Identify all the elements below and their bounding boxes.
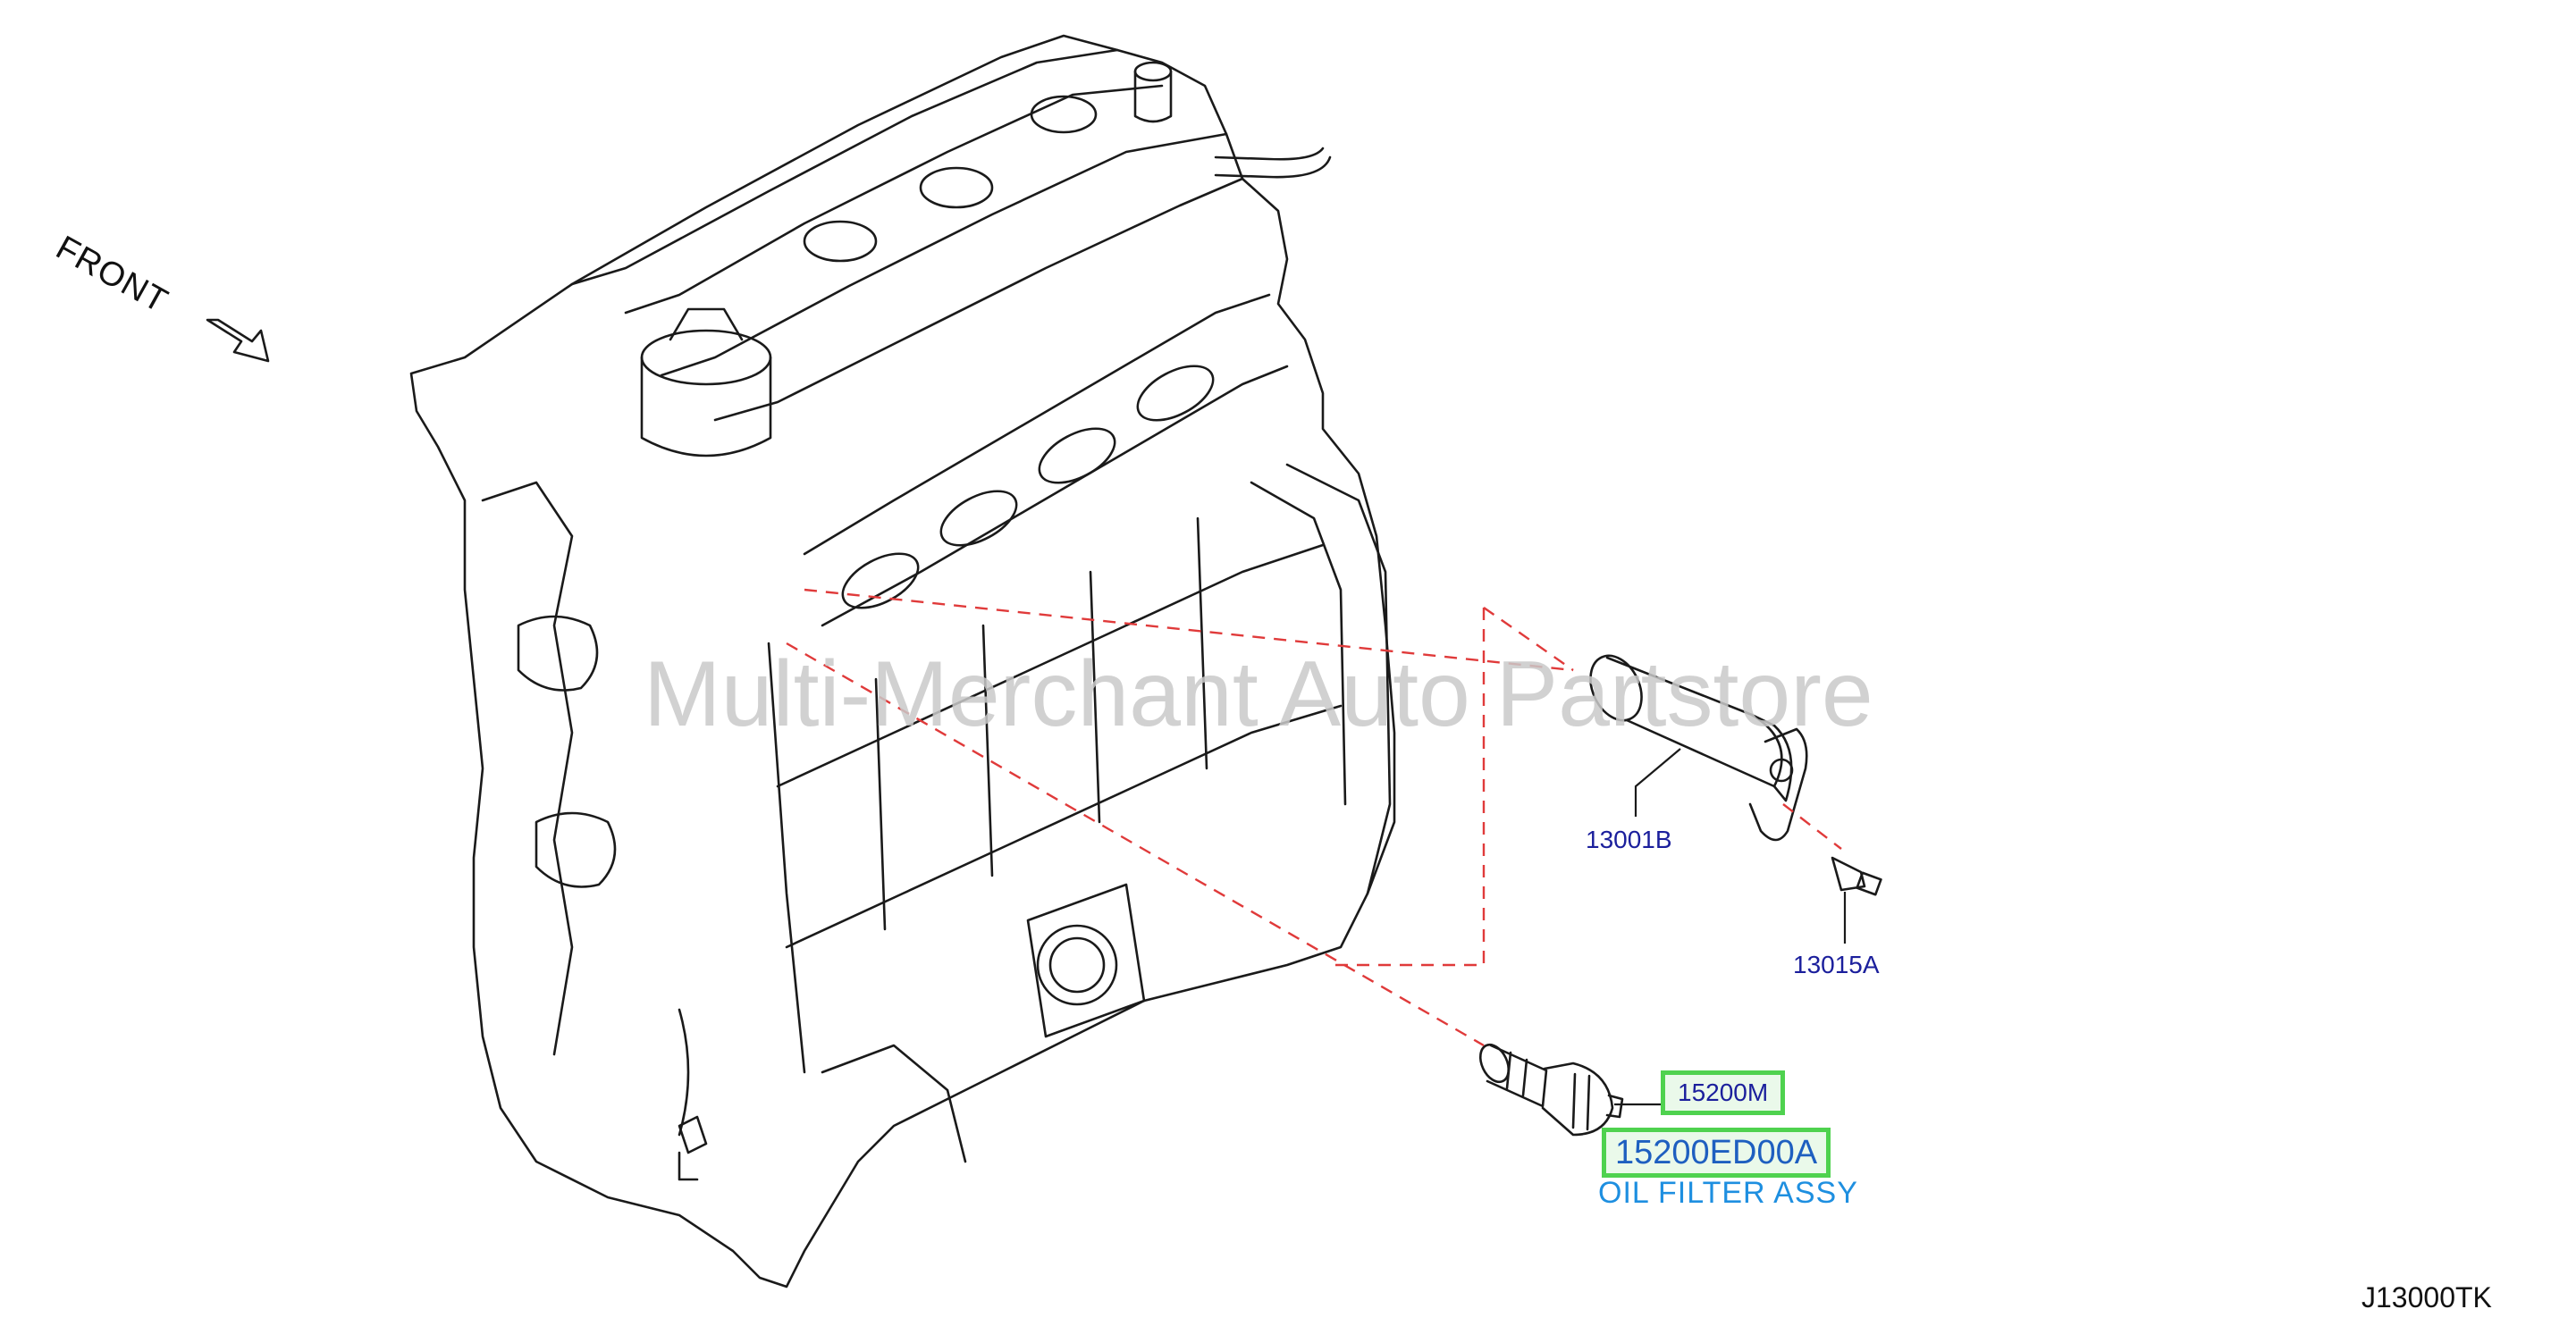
engine-block-outline [409,34,1396,1288]
leader-bracket [1332,608,1486,967]
watermark: Multi-Merchant Auto Partstore [644,642,1873,746]
part-label-15200M[interactable]: 15200M [1661,1070,1786,1115]
leader-line-filter [786,642,1485,1047]
leader-tick-13001B [1634,748,1681,817]
part-label-15200ED00A[interactable]: 15200ED00A [1602,1128,1831,1178]
leader-line-cooler [804,588,1574,672]
front-arrow-icon [206,318,270,363]
diagram-code: J13000TK [2361,1281,2492,1313]
part-description: OIL FILTER ASSY [1598,1176,1858,1210]
leader-line-bolt [1782,803,1842,850]
part-label-13015A[interactable]: 13015A [1793,951,1880,978]
part-label-13001B[interactable]: 13001B [1586,826,1672,853]
